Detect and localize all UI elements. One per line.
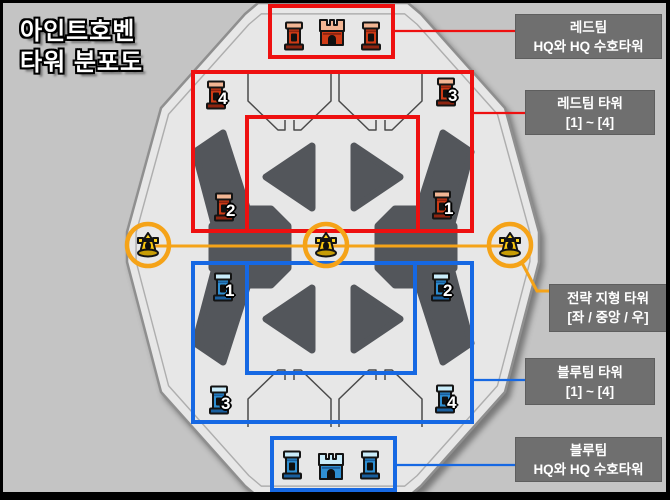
red-hq-label-text: HQ와 HQ 수호타워 <box>533 38 644 54</box>
border-left <box>0 0 3 500</box>
strategic-line <box>519 260 549 293</box>
tower-number: 4 <box>447 393 457 412</box>
blue-hq-guard-left-icon <box>280 450 304 481</box>
red-hq-guard-left-icon <box>282 21 306 52</box>
blue-hq-label: 블루팀 HQ와 HQ 수호타워 <box>515 437 662 482</box>
blue-hq-guard-right-icon <box>358 450 382 481</box>
strategic-circle <box>302 221 350 269</box>
title-line-2: 타워 분포도 <box>20 49 144 76</box>
tower-number: 1 <box>225 281 235 300</box>
tower-number: 4 <box>218 89 228 108</box>
blue-hq-label-text: 블루팀 <box>569 442 608 458</box>
strategic-label: 전략 지형 타워 [좌 / 중앙 / 우] <box>549 284 667 332</box>
tower-number: 2 <box>443 281 453 300</box>
tower-number: 1 <box>444 199 454 218</box>
blue-tower-1-icon <box>211 272 235 303</box>
blue-towers-label: 블루팀 타워 [1] ~ [4] <box>525 358 655 405</box>
blue-hq-icon <box>314 452 348 482</box>
blue-inner-box <box>245 261 417 375</box>
red-tower-1-icon <box>430 190 454 221</box>
tower-number: 2 <box>226 201 236 220</box>
red-hq-guard-right-icon <box>359 21 383 52</box>
border-top <box>0 0 670 3</box>
red-hq-label-text: 레드팀 <box>569 19 608 35</box>
red-hq-label: 레드팀 HQ와 HQ 수호타워 <box>515 14 662 59</box>
blue-towers-label-text: [1] ~ [4] <box>565 383 615 399</box>
strategic-circle <box>486 221 534 269</box>
page-title: 아인트호벤 타워 분포도 <box>20 16 143 78</box>
strategic-label-text: [좌 / 중앙 / 우] <box>567 310 649 325</box>
tower-number: 3 <box>221 394 231 413</box>
strategic-circle <box>124 221 172 269</box>
strategic-label-text: 전략 지형 타워 <box>566 291 650 306</box>
strategic-tower-right-icon <box>496 232 524 258</box>
red-towers-label-text: 레드팀 타워 <box>557 95 623 111</box>
blue-hq-label-text: HQ와 HQ 수호타워 <box>533 461 644 477</box>
blue-tower-4-icon <box>433 384 457 415</box>
tower-number: 3 <box>448 86 458 105</box>
red-tower-3-icon <box>434 77 458 108</box>
blue-towers-label-text: 블루팀 타워 <box>557 364 623 380</box>
blue-tower-3-icon <box>207 385 231 416</box>
red-tower-2-icon <box>212 192 236 223</box>
blue-tower-2-icon <box>429 272 453 303</box>
border-bottom <box>0 492 670 500</box>
strategic-tower-left-icon <box>134 232 162 258</box>
border-right <box>666 0 670 500</box>
red-towers-label: 레드팀 타워 [1] ~ [4] <box>525 90 655 135</box>
red-inner-box <box>245 115 420 233</box>
red-towers-label-text: [1] ~ [4] <box>565 114 615 130</box>
red-hq-icon <box>315 18 349 48</box>
strategic-tower-center-icon <box>312 232 340 258</box>
red-tower-4-icon <box>204 80 228 111</box>
title-line-1: 아인트호벤 <box>20 18 136 45</box>
